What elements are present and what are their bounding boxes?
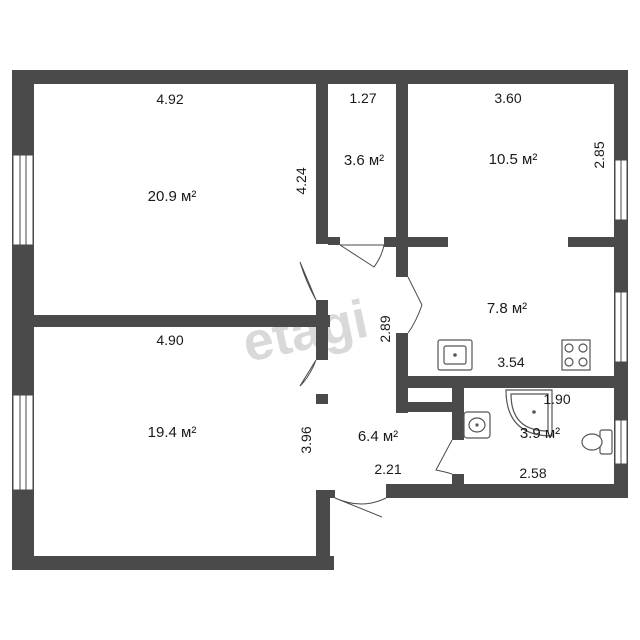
door-bedroom-top (299, 261, 317, 301)
bathroom-height: 1.90 (543, 391, 570, 407)
watermark: etagi (237, 289, 373, 374)
room-right-height: 2.85 (591, 141, 607, 168)
bathroom-area: 3.9 м² (520, 425, 560, 442)
stove-icon (561, 339, 591, 371)
hallway-width: 2.21 (374, 461, 401, 477)
bedroom-bottom-height: 3.96 (298, 426, 314, 453)
door-entrance (334, 497, 387, 518)
kitchen-sink-icon (437, 339, 473, 371)
doors (299, 244, 453, 518)
door-pantry (339, 244, 385, 268)
fixtures (437, 339, 613, 455)
pantry-width: 1.27 (349, 90, 376, 106)
window-kitchen (614, 291, 628, 363)
bathroom-width: 2.58 (519, 465, 546, 481)
bathroom-sink-icon (463, 411, 491, 439)
window-bedroom-bottom (12, 394, 34, 491)
door-bedroom-bottom (299, 359, 317, 387)
window-room-right (614, 159, 628, 221)
hallway-area: 6.4 м² (358, 428, 398, 445)
walls (12, 70, 628, 570)
labels: 4.92 4.24 20.9 м² 4.90 3.96 19.4 м² 1.27… (148, 90, 607, 481)
kitchen-area: 7.8 м² (487, 300, 527, 317)
room-right-width: 3.60 (494, 90, 521, 106)
bedroom-top-width: 4.92 (156, 91, 183, 107)
window-bedroom-top (12, 154, 34, 246)
bedroom-top-height: 4.24 (293, 167, 309, 194)
shower-icon (505, 389, 553, 437)
kitchen-width: 3.54 (497, 354, 524, 370)
room-right-area: 10.5 м² (489, 151, 538, 168)
door-kitchen (407, 276, 423, 334)
toilet-icon (581, 429, 613, 455)
window-bathroom (614, 419, 628, 465)
bedroom-top-area: 20.9 м² (148, 188, 197, 205)
bedroom-bottom-width: 4.90 (156, 332, 183, 348)
hallway-height: 2.89 (377, 315, 393, 342)
bedroom-bottom-area: 19.4 м² (148, 424, 197, 441)
door-bathroom (435, 439, 453, 475)
windows (12, 154, 628, 491)
pantry-area: 3.6 м² (344, 152, 384, 169)
